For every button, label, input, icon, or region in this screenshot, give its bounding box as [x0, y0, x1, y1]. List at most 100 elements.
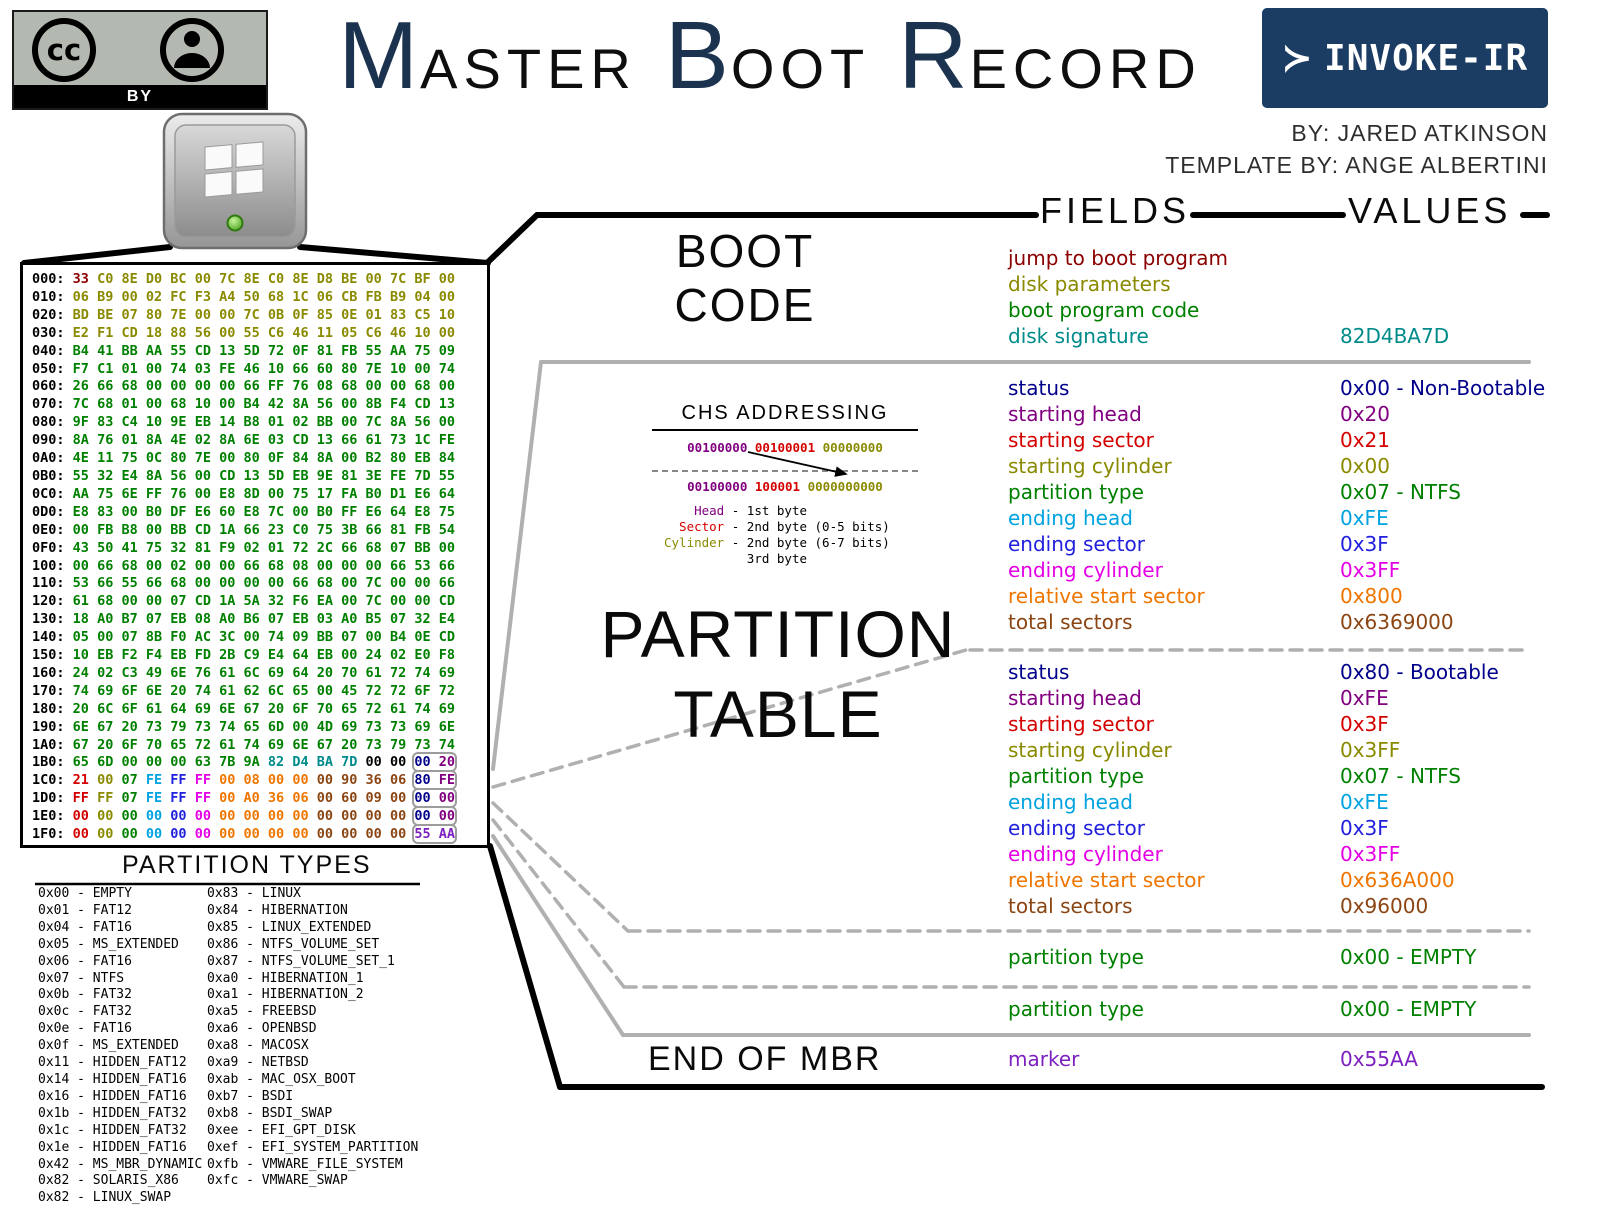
- hex-offset: 080:: [32, 414, 65, 431]
- hex-byte: 75: [316, 521, 333, 538]
- hex-byte: B8: [243, 414, 260, 431]
- hex-byte: 8E: [292, 271, 309, 287]
- hex-byte: 20: [438, 754, 456, 771]
- hex-byte: 6F: [121, 682, 138, 699]
- hex-byte: 74: [72, 682, 89, 699]
- hex-byte: DF: [170, 503, 187, 520]
- field-value: 0x00 - EMPTY: [1340, 997, 1477, 1021]
- hex-byte: AA: [145, 342, 163, 359]
- hex-byte: 69: [438, 700, 456, 717]
- partition-type-entry: 0x0f - MS_EXTENDED: [38, 1038, 179, 1054]
- hex-byte: 00: [121, 288, 138, 305]
- hex-offset: 0F0:: [32, 539, 65, 556]
- hex-byte: FF: [170, 772, 187, 789]
- hex-byte: 00: [121, 754, 138, 771]
- hex-byte: 8D: [243, 485, 260, 502]
- hex-byte: 80: [389, 450, 407, 467]
- hex-byte: CB: [341, 288, 358, 305]
- hex-byte: 00: [97, 772, 114, 789]
- hex-byte: 75: [292, 485, 309, 502]
- hex-byte: 70: [341, 664, 358, 681]
- hex-byte: 00: [194, 378, 211, 395]
- field-value: 0x6369000: [1340, 610, 1454, 634]
- hex-row: 1B0: 65 6D 00 00 00 63 7B 9A 82 D4 BA 7D…: [32, 754, 487, 772]
- hex-byte: FE: [438, 432, 456, 449]
- hex-byte: 00: [414, 575, 431, 592]
- hex-byte: 5D: [243, 342, 260, 359]
- hex-byte: 10: [72, 647, 89, 664]
- hex-byte: 00: [219, 306, 236, 323]
- hex-byte: 00: [145, 557, 163, 574]
- hex-byte: 74: [243, 736, 260, 753]
- hex-byte: 02: [243, 539, 260, 556]
- hex-byte: 00: [219, 450, 236, 467]
- hex-byte: 68: [414, 378, 431, 395]
- hex-byte: 00: [414, 754, 431, 771]
- hex-byte: C5: [414, 306, 431, 323]
- hex-byte: 32: [267, 593, 285, 610]
- hex-byte: E6: [194, 503, 211, 520]
- hex-byte: 80: [145, 306, 163, 323]
- hex-byte: 00: [292, 503, 309, 520]
- hex-byte: 00: [194, 306, 211, 323]
- hex-byte: C0: [267, 271, 285, 287]
- partition-type-entry: 0x84 - HIBERNATION: [207, 902, 348, 918]
- hex-byte: 00: [389, 378, 407, 395]
- hex-byte: A0: [243, 790, 260, 807]
- hex-byte: 00: [341, 396, 358, 413]
- hex-byte: 66: [389, 557, 407, 574]
- hex-byte: 00: [438, 414, 456, 431]
- hex-byte: 10: [267, 360, 285, 377]
- hex-byte: E6: [414, 485, 431, 502]
- hex-row: 040: B4 41 BB AA 55 CD 13 5D 72 0F 81 FB…: [32, 343, 487, 361]
- hex-byte: 6E: [292, 736, 309, 753]
- hex-byte: 00: [414, 808, 431, 825]
- hex-byte: 00: [219, 808, 236, 825]
- hex-byte: 00: [145, 396, 163, 413]
- hex-byte: 66: [438, 557, 456, 574]
- hex-byte: 65: [72, 754, 89, 771]
- hex-byte: 61: [145, 700, 163, 717]
- hex-byte: 65: [341, 700, 358, 717]
- hex-byte: 65: [292, 682, 309, 699]
- hex-byte: 24: [72, 664, 89, 681]
- hex-row: 1A0: 67 20 6F 70 65 72 61 74 69 6E 67 20…: [32, 737, 487, 755]
- invoke-ir-wordmark: INVOKE-IR: [1324, 37, 1529, 79]
- hex-byte: 00: [170, 754, 187, 771]
- hex-byte: 8E: [243, 271, 260, 287]
- chs-addressing-inset: CHS ADDRESSING 00100000 00100001 0000000…: [652, 402, 918, 567]
- hex-byte: 10: [389, 360, 407, 377]
- hex-byte: 24: [365, 647, 382, 664]
- hex-row: 1E0: 00 00 00 00 00 00 00 00 00 00 00 00…: [32, 808, 487, 826]
- hex-byte: 1A: [219, 593, 236, 610]
- hex-byte: 00: [438, 271, 456, 287]
- hex-byte: 00: [72, 557, 89, 574]
- hex-byte: 00: [267, 826, 285, 843]
- partition-type-entry: 0x82 - LINUX_SWAP: [38, 1190, 172, 1206]
- hex-byte: 36: [365, 772, 382, 789]
- hex-byte: CD: [121, 324, 138, 341]
- hex-byte: 64: [389, 503, 407, 520]
- hex-byte: 65: [243, 718, 260, 735]
- hex-byte: 61: [219, 682, 236, 699]
- hex-byte: 80: [243, 450, 260, 467]
- hex-byte: 88: [170, 324, 187, 341]
- hex-byte: 00: [414, 593, 431, 610]
- partition-type-entry: 0xb7 - BSDI: [207, 1088, 294, 1104]
- hex-byte: 83: [97, 503, 114, 520]
- hex-byte: F8: [438, 647, 456, 664]
- hex-byte: EB: [170, 647, 187, 664]
- hex-byte: 67: [97, 718, 114, 735]
- hex-rows: 000: 33 C0 8E D0 BC 00 7C 8E C0 8E D8 BE…: [32, 271, 487, 844]
- hex-byte: C9: [243, 647, 260, 664]
- hex-byte: 8A: [72, 432, 89, 449]
